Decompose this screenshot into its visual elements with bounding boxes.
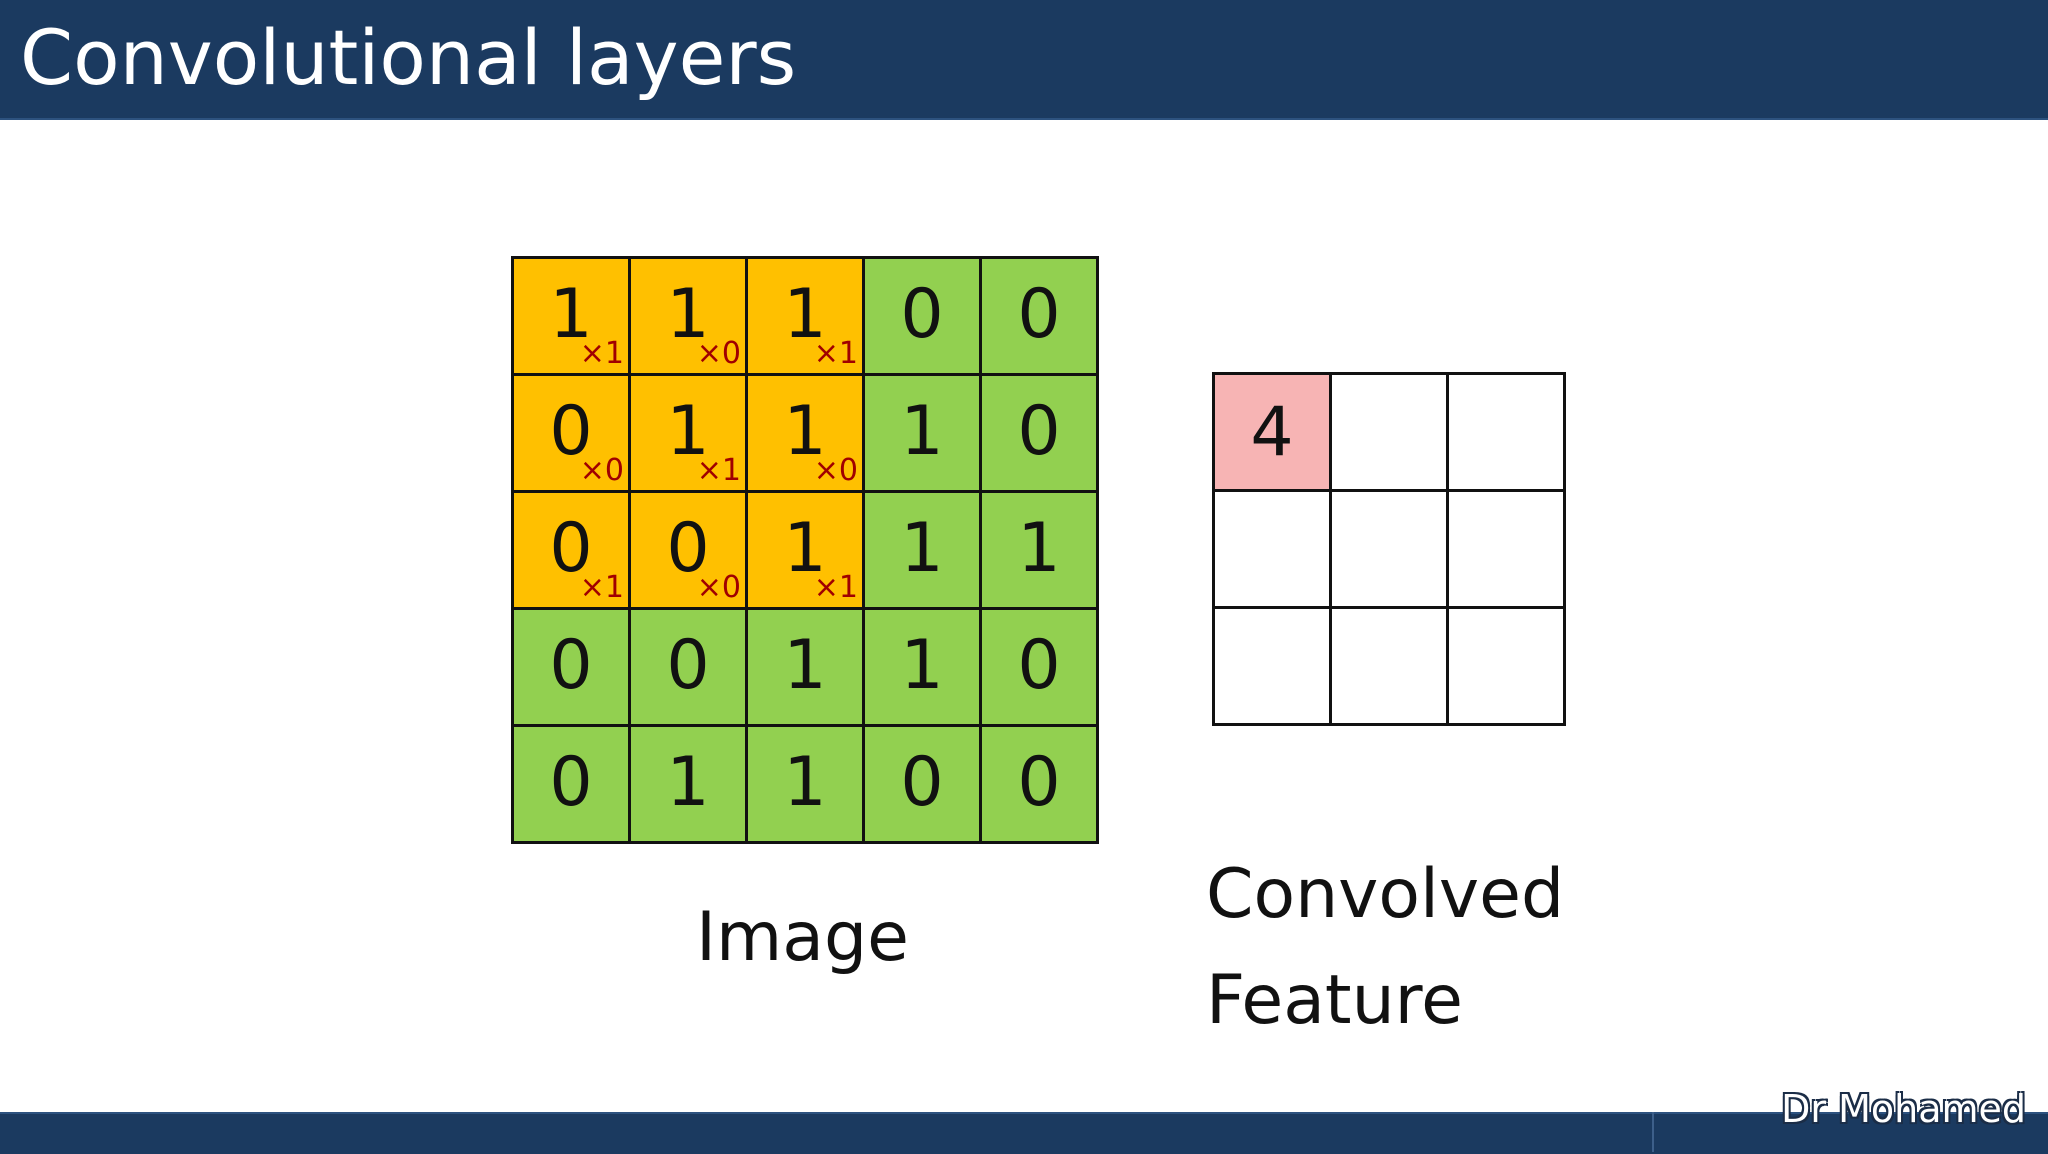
image-cell: 1×1 [748, 493, 865, 610]
image-cell: 0 [982, 610, 1099, 727]
convolved-feature-label-line2: Feature [1206, 961, 1463, 1040]
image-cell: 0 [865, 727, 982, 844]
convolved-feature-matrix: 4 [1212, 372, 1566, 726]
footer-divider [1652, 1112, 1654, 1152]
image-label: Image [696, 898, 909, 977]
image-cell: 1 [748, 610, 865, 727]
feature-cell: 4 [1215, 375, 1332, 492]
image-cell: 0 [514, 727, 631, 844]
image-cell: 0 [982, 376, 1099, 493]
image-matrix: 1×1 1×0 1×1 0 0 0×0 1×1 1×0 1 0 0×1 0×0 … [511, 256, 1099, 844]
image-cell: 1×0 [631, 259, 748, 376]
image-cell: 1 [865, 376, 982, 493]
convolved-feature-label-line1: Convolved [1206, 855, 1565, 934]
feature-cell [1332, 375, 1449, 492]
image-cell: 1×1 [514, 259, 631, 376]
image-cell: 1 [748, 727, 865, 844]
image-cell: 1×1 [748, 259, 865, 376]
feature-cell [1449, 375, 1566, 492]
kernel-weight: ×0 [813, 453, 858, 488]
footer-bar [0, 1112, 2048, 1154]
feature-cell [1215, 609, 1332, 726]
kernel-weight: ×0 [579, 453, 624, 488]
feature-cell [1449, 609, 1566, 726]
image-cell: 0 [982, 259, 1099, 376]
image-cell: 0 [514, 610, 631, 727]
image-cell: 0 [982, 727, 1099, 844]
image-cell: 1×1 [631, 376, 748, 493]
kernel-weight: ×1 [813, 570, 858, 605]
kernel-weight: ×1 [813, 336, 858, 371]
feature-cell [1449, 492, 1566, 609]
author-name: Dr Mohamed [1781, 1087, 2026, 1131]
image-cell: 1 [631, 727, 748, 844]
kernel-weight: ×0 [696, 336, 741, 371]
image-cell: 0×0 [514, 376, 631, 493]
kernel-weight: ×0 [696, 570, 741, 605]
feature-cell [1215, 492, 1332, 609]
image-cell: 0 [631, 610, 748, 727]
image-cell: 0×1 [514, 493, 631, 610]
image-cell: 1 [982, 493, 1099, 610]
image-cell: 0 [865, 259, 982, 376]
kernel-weight: ×1 [579, 570, 624, 605]
title-bar: Convolutional layers [0, 0, 2048, 120]
image-cell: 1×0 [748, 376, 865, 493]
kernel-weight: ×1 [579, 336, 624, 371]
slide-title: Convolutional layers [20, 13, 797, 102]
feature-cell [1332, 609, 1449, 726]
convolved-feature-label: Convolved Feature [1206, 842, 1564, 1054]
image-cell: 0×0 [631, 493, 748, 610]
feature-cell [1332, 492, 1449, 609]
image-cell: 1 [865, 610, 982, 727]
image-cell: 1 [865, 493, 982, 610]
kernel-weight: ×1 [696, 453, 741, 488]
